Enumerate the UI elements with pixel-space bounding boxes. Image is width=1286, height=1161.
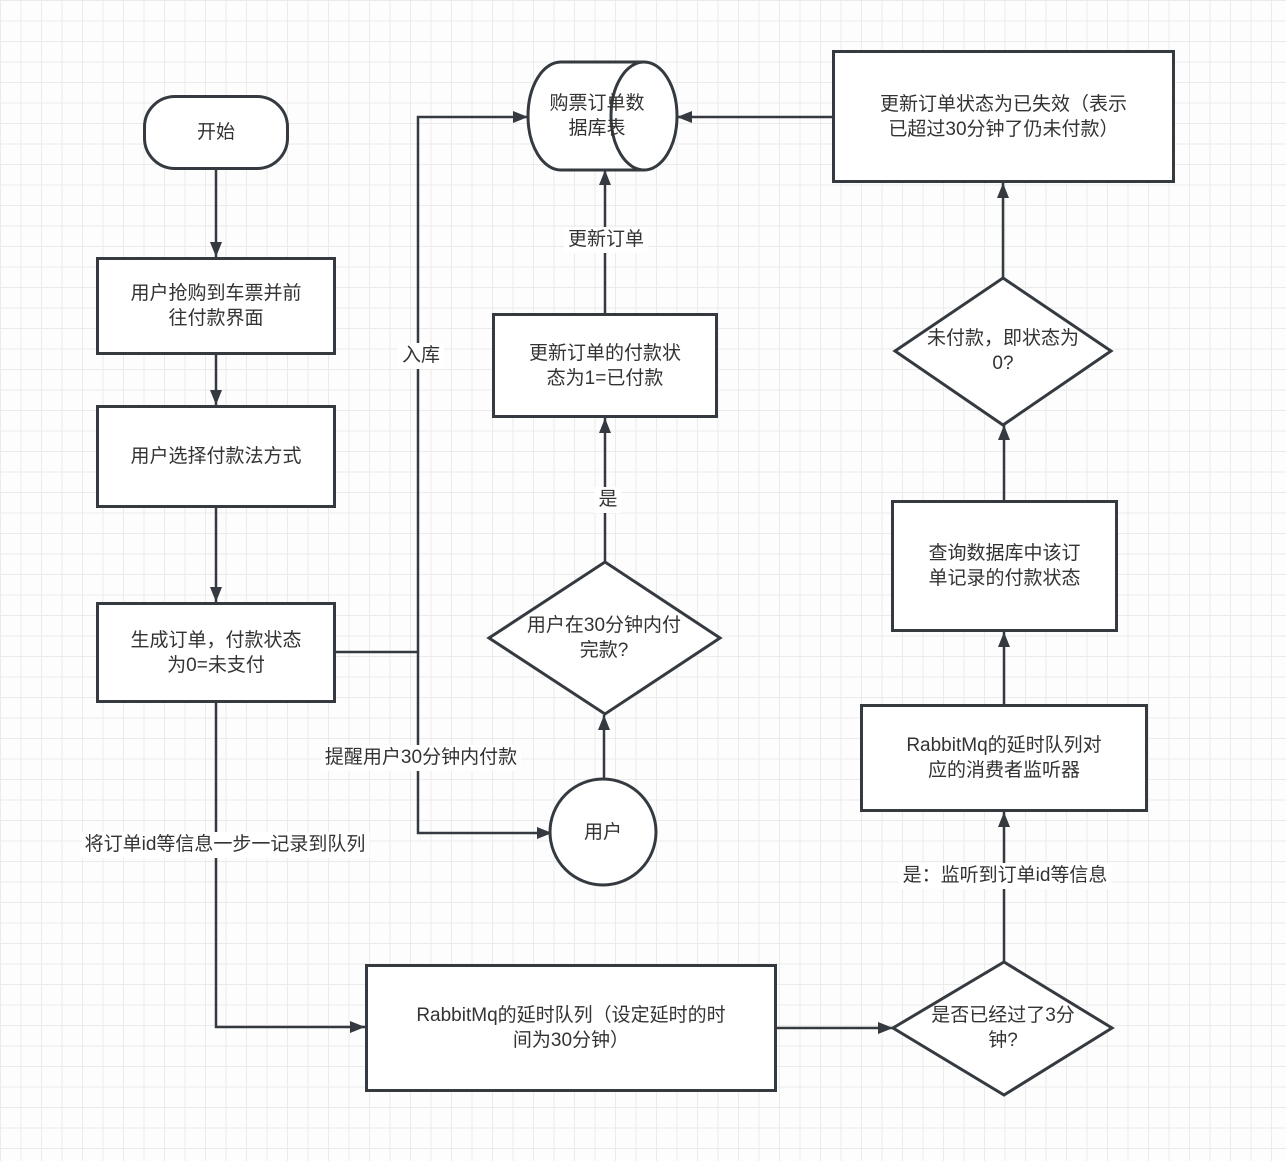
edge-create-to-queue xyxy=(214,703,365,1033)
diamond-paid-within-30-shape xyxy=(486,560,723,716)
node-start: 开始 xyxy=(143,95,289,170)
node-invalidate-order: 更新订单状态为已失效（表示 已超过30分钟了仍未付款） xyxy=(832,50,1175,183)
node-create-order: 生成订单，付款状态 为0=未支付 xyxy=(96,602,336,703)
edge-label-yes: 是 xyxy=(594,487,622,513)
diamond-unpaid-status-shape xyxy=(892,276,1114,427)
edge-label-update-order: 更新订单 xyxy=(563,227,649,253)
node-query-status: 查询数据库中该订 单记录的付款状态 xyxy=(891,500,1118,632)
edge-create-to-db xyxy=(336,111,528,654)
node-choose-payment: 用户选择付款法方式 xyxy=(96,405,336,508)
user-circle-shape xyxy=(548,777,658,887)
edge-create-to-user xyxy=(416,652,552,839)
diamond-elapsed-3min-shape xyxy=(890,960,1115,1097)
node-update-paid: 更新订单的付款状 态为1=已付款 xyxy=(492,313,718,418)
database-cylinder-cap xyxy=(609,60,679,172)
node-purchase-ticket: 用户抢购到车票并前 往付款界面 xyxy=(96,257,336,355)
edge-label-record-to-queue: 将订单id等信息一步一记录到队列 xyxy=(80,832,370,858)
node-delay-queue: RabbitMq的延时队列（设定延时的时 间为30分钟） xyxy=(365,964,777,1092)
node-consumer-listener: RabbitMq的延时队列对 应的消费者监听器 xyxy=(860,704,1148,812)
edge-label-listened: 是：监听到订单id等信息 xyxy=(898,863,1112,889)
edge-label-to-db: 入库 xyxy=(397,343,445,369)
edge-label-remind-user: 提醒用户30分钟内付款 xyxy=(320,745,522,771)
